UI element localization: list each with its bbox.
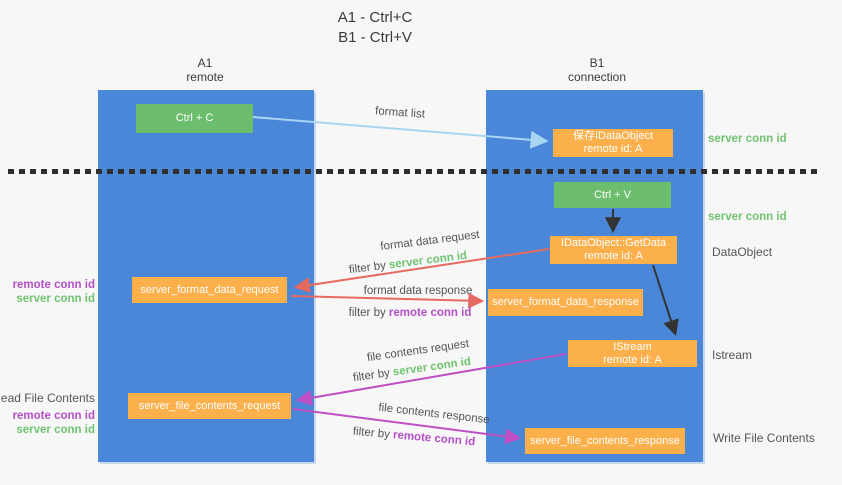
- lifeline-header-a1: A1 remote: [135, 56, 275, 84]
- node-getdata-line1: IDataObject::GetData: [560, 237, 667, 249]
- node-ctrl-v-label: Ctrl + V: [594, 188, 631, 201]
- node-server-file-contents-response: server_file_contents_response: [525, 428, 685, 454]
- lifeline-header-b1: B1 connection: [527, 56, 667, 84]
- remote-conn-id-text: remote conn id: [388, 307, 472, 319]
- label-filter-remote-2: filter by remote conn id: [352, 426, 475, 449]
- filter-by-text: filter by: [348, 307, 389, 319]
- node-file-response-label: server_file_contents_response: [530, 434, 680, 447]
- node-save-idataobject-line2: remote id: A: [583, 143, 643, 155]
- lifeline-a1-name: remote: [186, 70, 224, 84]
- node-ctrl-c: Ctrl + C: [136, 104, 253, 133]
- lifeline-a1-id: A1: [197, 56, 213, 70]
- node-server-format-data-request: server_format_data_request: [132, 277, 287, 303]
- right-label-server-conn-id-1: server conn id: [708, 133, 787, 145]
- node-istream: IStream remote id: A: [568, 340, 697, 367]
- title-line-2: B1 - Ctrl+V: [338, 29, 412, 46]
- lifeline-b1-name: connection: [567, 70, 627, 84]
- node-format-request-label: server_format_data_request: [140, 283, 279, 296]
- node-getdata-line2: remote id: A: [584, 250, 643, 262]
- node-file-request-label: server_file_contents_request: [138, 399, 281, 412]
- label-format-data-response: format data response: [363, 285, 473, 297]
- right-label-dataobject: DataObject: [712, 245, 773, 259]
- right-label-istream: Istream: [712, 348, 753, 362]
- left-label-read-file-contents: Read File Contents: [0, 391, 95, 405]
- server-conn-id-text: server conn id: [388, 249, 468, 272]
- filter-by-text: filter by: [352, 425, 394, 442]
- node-idataobject-getdata: IDataObject::GetData remote id: A: [550, 236, 677, 264]
- label-file-contents-response: file contents response: [377, 401, 491, 427]
- diagram-title: A1 - Ctrl+C B1 - Ctrl+V: [265, 8, 485, 48]
- filter-by-text: filter by: [348, 259, 390, 277]
- right-label-server-conn-id-2: server conn id: [708, 211, 787, 223]
- left-label-server-conn-id-2: server conn id: [16, 424, 95, 436]
- server-conn-id-text: server conn id: [392, 355, 472, 379]
- node-server-file-contents-request: server_file_contents_request: [128, 393, 291, 419]
- left-label-remote-conn-id-2: remote conn id: [12, 410, 95, 422]
- node-format-response-label: server_format_data_response: [492, 296, 639, 308]
- title-line-1: A1 - Ctrl+C: [337, 9, 413, 26]
- filter-by-text: filter by: [352, 366, 394, 385]
- node-server-format-data-response: server_format_data_response: [488, 289, 643, 316]
- node-ctrl-v: Ctrl + V: [554, 182, 671, 208]
- label-filter-server-1: filter by server conn id: [348, 250, 467, 276]
- left-label-remote-conn-id-1: remote conn id: [12, 279, 95, 291]
- node-save-idataobject-line1: 保存IDataObject: [572, 130, 654, 142]
- label-filter-remote-1: filter by remote conn id: [349, 307, 472, 319]
- node-istream-line2: remote id: A: [603, 353, 662, 366]
- node-istream-line1: IStream: [613, 340, 652, 353]
- node-ctrl-c-label: Ctrl + C: [175, 112, 214, 124]
- remote-conn-id-text: remote conn id: [392, 429, 476, 449]
- dotted-separator: [8, 169, 822, 174]
- label-format-list: format list: [374, 105, 426, 121]
- left-label-server-conn-id-1: server conn id: [16, 293, 95, 305]
- lifeline-b1-id: B1: [589, 56, 605, 70]
- node-save-idataobject: 保存IDataObject remote id: A: [553, 129, 673, 157]
- right-label-write-file-contents: Write File Contents: [713, 431, 815, 445]
